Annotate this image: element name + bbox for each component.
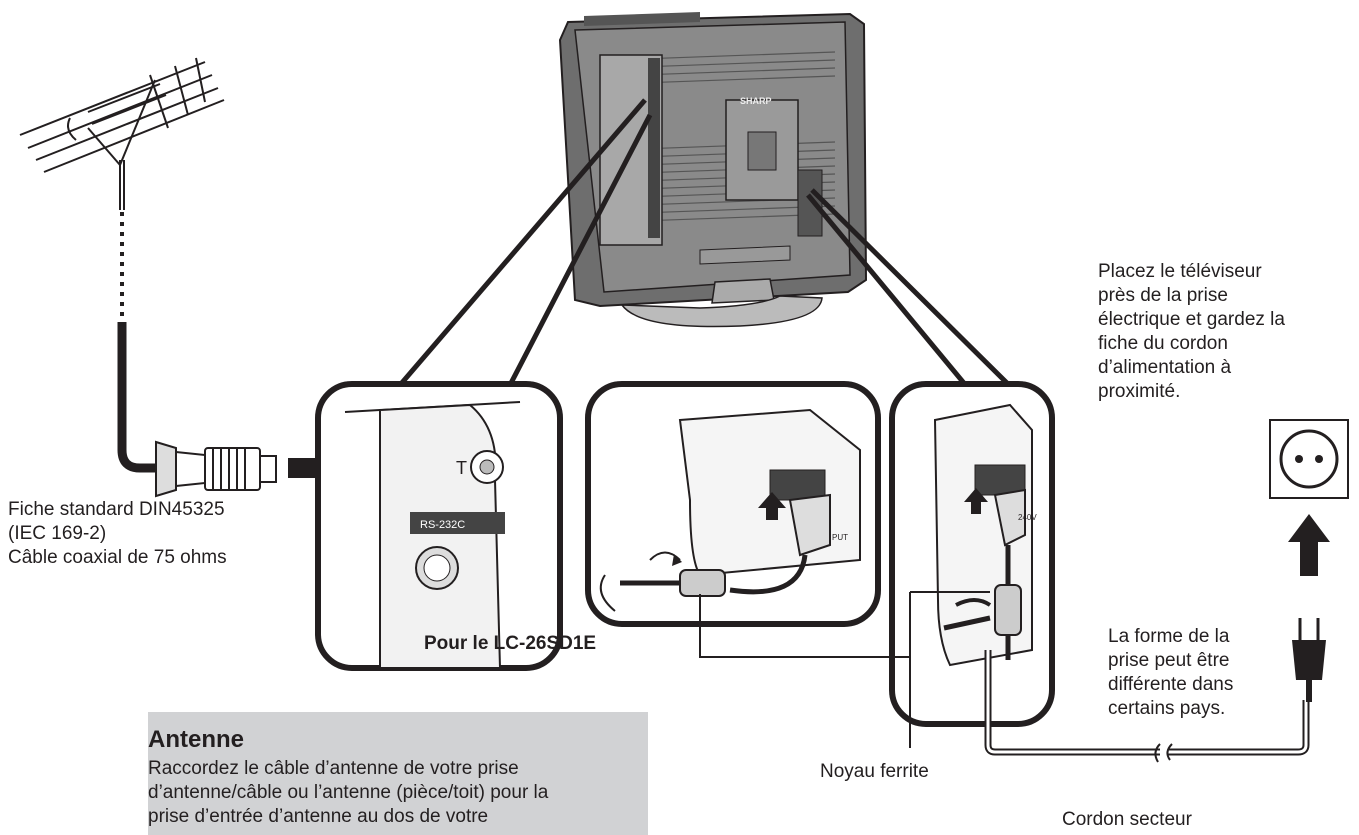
antenna-illustration (19, 57, 225, 320)
wall-socket-icon (1269, 419, 1349, 499)
detail-antenna-input: T RS-232C (315, 381, 563, 671)
power-input-label-2: 240V (1018, 513, 1037, 522)
power-cord (984, 650, 1310, 763)
tv-brand: SHARP (740, 96, 772, 106)
ferrite-leader (699, 591, 990, 748)
detail-power-input-alt: 240V (889, 381, 1055, 727)
svg-text:T: T (456, 458, 467, 478)
coax-cable (117, 322, 160, 473)
placement-note: Placez le téléviseur près de la prise él… (1098, 261, 1285, 402)
din-plug-icon (155, 440, 277, 498)
plug-label: Fiche standard DIN45325 (IEC 169-2) Câbl… (8, 499, 227, 568)
power-cord-label: Cordon secteur (1062, 809, 1192, 830)
detail-power-input: PUT (585, 381, 881, 627)
power-input-label-1: PUT (832, 533, 848, 542)
antenna-info-box (148, 712, 648, 835)
plug-shape-note: La forme de la prise peut être différent… (1108, 626, 1234, 719)
model-label: Pour le LC-26SD1E (424, 633, 597, 654)
antenna-body: Raccordez le câble d’antenne de votre pr… (148, 758, 549, 827)
power-plug-icon (1292, 618, 1326, 702)
rs232c-port-label: RS-232C (420, 519, 465, 531)
ferrite-label: Noyau ferrite (820, 761, 929, 782)
callout-lines (398, 98, 1014, 390)
tv-illustration: SHARP (558, 12, 868, 328)
antenna-title: Antenne (148, 726, 244, 753)
up-arrow-icon (1288, 514, 1330, 576)
